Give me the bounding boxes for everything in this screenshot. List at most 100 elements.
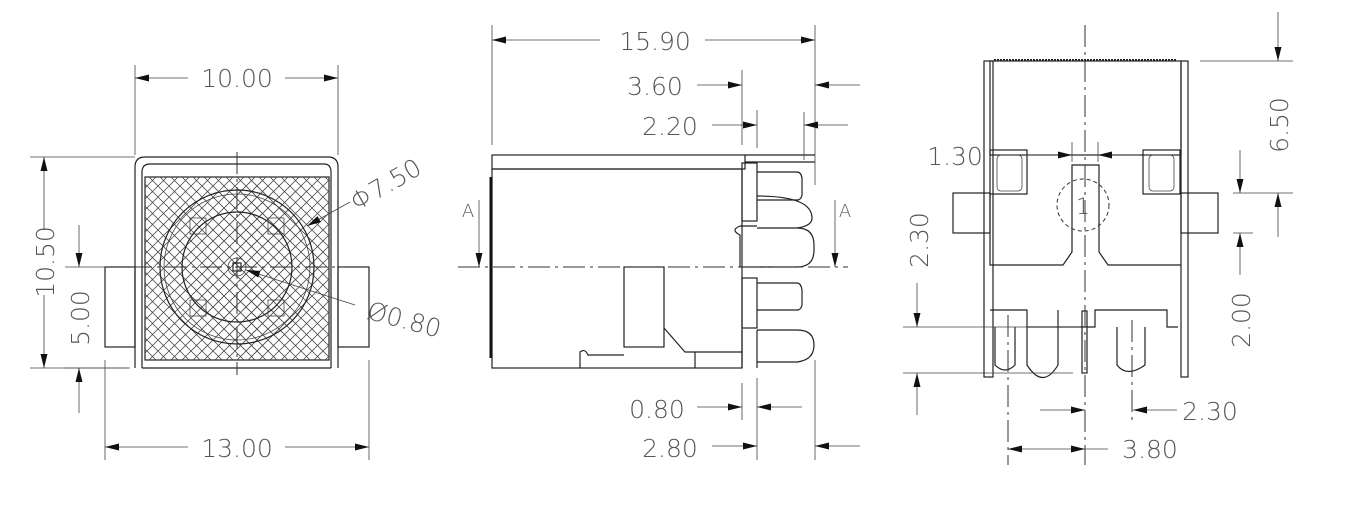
hatch-line: [144, 293, 212, 361]
hatch-line: [159, 190, 330, 361]
hatch-line: [144, 326, 179, 361]
contact-bottom-right: [267, 299, 285, 317]
front-view: 10.00 10.50 5.00 13.00 Φ7.50 Ø0.80: [31, 64, 444, 463]
arrowhead: [743, 121, 757, 129]
hatch-line: [192, 176, 330, 314]
arrowhead: [1058, 151, 1072, 159]
contact-bottom-left: [189, 299, 207, 317]
hatch-line: [144, 176, 157, 189]
arrowhead: [105, 443, 119, 451]
hatch-line: [144, 176, 289, 321]
right-mount-tab: [337, 266, 370, 348]
hatch-line: [236, 267, 330, 361]
hatch-line: [148, 179, 330, 361]
arrowhead: [1071, 406, 1085, 414]
dim-center-height: 5.00: [66, 290, 95, 346]
pin-1-marker: [1056, 178, 1110, 232]
hatch-line: [291, 322, 330, 361]
dim-width-body: 10.00: [201, 64, 273, 93]
bottom-view: 1 6.50 1.30 2.30 2.00 2.30 3.80: [905, 25, 1294, 465]
pin-1-label: 1: [1076, 195, 1090, 220]
side-bevel: [663, 327, 742, 368]
pin-lower: [757, 282, 803, 311]
hatch-line: [144, 176, 245, 277]
shield-right-leg: [1180, 60, 1189, 378]
dim-2-00: 2.00: [1227, 292, 1256, 348]
arrowhead: [1071, 445, 1085, 453]
hatch-line: [258, 289, 330, 361]
arrowhead: [743, 442, 757, 450]
section-marker-left: A: [462, 201, 474, 222]
hatch-line: [144, 176, 190, 222]
side-body: [491, 168, 743, 369]
hatch-line: [214, 245, 330, 361]
arrowhead: [135, 74, 149, 82]
arrowhead: [355, 443, 369, 451]
bottom-pin-right: [1116, 327, 1146, 373]
hatch-line: [280, 311, 330, 361]
hatch-line: [291, 176, 330, 215]
right-latch-inner: [1148, 154, 1175, 192]
hatch-line: [144, 238, 267, 361]
side-inner-block: [623, 266, 665, 348]
bottom-pin-loop: [1026, 310, 1059, 379]
hatch-line: [236, 176, 330, 270]
arrowhead: [1236, 233, 1244, 247]
dim-3-60: 3.60: [627, 72, 683, 101]
arrowhead: [728, 403, 742, 411]
side-rear-block-bottom: [741, 277, 758, 329]
hatch-line: [144, 176, 201, 233]
hatch-line: [269, 176, 330, 237]
hatch-line: [225, 256, 330, 361]
hatch-line: [181, 176, 330, 325]
pin-loop-lower: [757, 329, 815, 363]
hatch-line: [280, 176, 330, 226]
hatch-line: [144, 282, 223, 361]
arrowhead: [324, 74, 338, 82]
contact-top-left: [189, 217, 207, 235]
pin-loop-upper: [734, 225, 815, 268]
dimension-lines: [30, 12, 1293, 460]
arrowhead: [492, 36, 506, 44]
hatch-line: [269, 300, 330, 361]
arrowhead: [246, 270, 261, 278]
bottom-right-tab: [1180, 192, 1219, 234]
section-marker-right: A: [839, 201, 851, 222]
arrowhead: [307, 216, 321, 226]
arrowhead: [728, 81, 742, 89]
dim-pin-diameter: Ø0.80: [364, 296, 444, 344]
dim-2-30-left: 2.30: [905, 212, 934, 268]
hatch-line: [144, 205, 300, 361]
dim-outer-diameter: Φ7.50: [345, 153, 426, 217]
arrowhead: [831, 253, 839, 267]
side-top-shell: [491, 154, 746, 170]
arrowhead: [75, 368, 83, 382]
dim-width-overall: 13.00: [201, 434, 273, 463]
arrowhead: [913, 313, 921, 327]
side-latch: [579, 349, 624, 368]
arrowhead: [815, 81, 829, 89]
contact-top-right: [267, 217, 285, 235]
dim-1-30: 1.30: [927, 142, 983, 171]
arrowhead: [757, 403, 771, 411]
hatch-line: [144, 176, 168, 200]
hatch-line: [203, 176, 330, 303]
arrowhead: [40, 157, 48, 171]
arrowhead: [1274, 47, 1282, 61]
hatch-line: [144, 176, 179, 211]
dim-0-80: 0.80: [629, 395, 685, 424]
hatch-line: [144, 176, 223, 255]
arrowhead: [913, 373, 921, 387]
right-latch-window: [1142, 149, 1181, 195]
arrowhead: [804, 121, 818, 129]
left-latch-window: [989, 149, 1028, 195]
pin-upper: [757, 171, 803, 201]
dim-2-30-bottom: 2.30: [1182, 397, 1238, 426]
side-rear-block-top: [741, 162, 758, 222]
arrowhead: [1133, 406, 1147, 414]
hatch-line: [144, 194, 311, 361]
arrowhead: [475, 253, 483, 267]
arrowhead: [1274, 193, 1282, 207]
dim-3-80: 3.80: [1122, 435, 1178, 464]
